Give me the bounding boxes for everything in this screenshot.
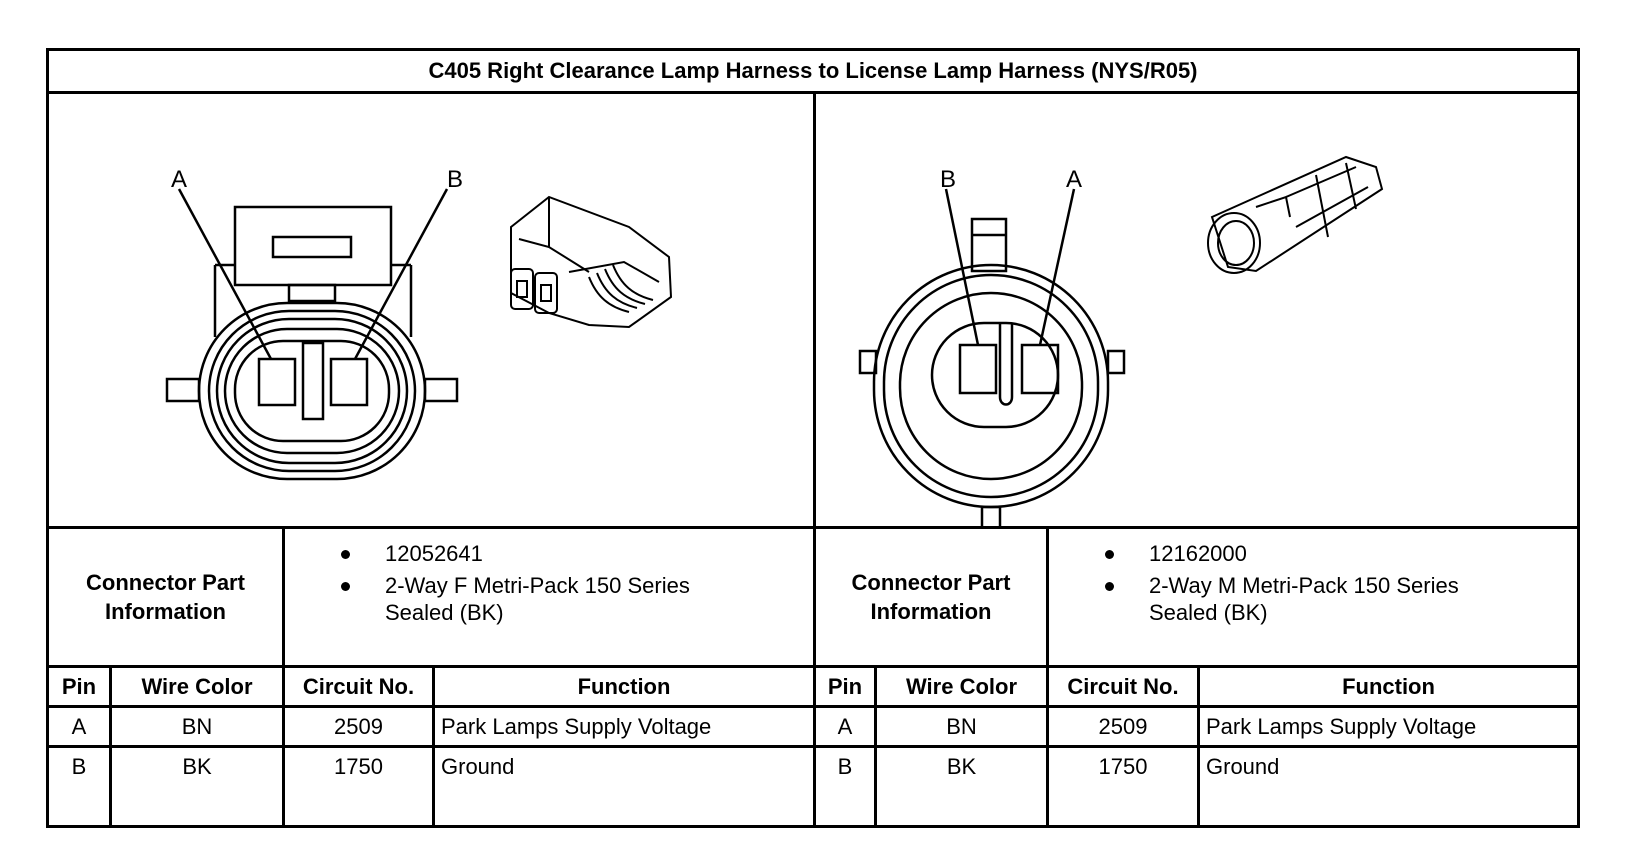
center-divider	[813, 94, 816, 828]
right-connector-diagram: B A	[858, 155, 1384, 526]
left-part-number: 12052641	[385, 541, 483, 566]
left-header-pin: Pin	[61, 673, 97, 699]
table-row: Park Lamps Supply Voltage	[441, 713, 712, 739]
bullet-icon	[1105, 550, 1114, 559]
left-col-pin-divider	[109, 665, 112, 828]
table-row: BK	[946, 753, 977, 779]
table-row: B	[71, 753, 87, 779]
right-info-label: Connector Part Information	[816, 529, 1046, 665]
table-row: BN	[946, 713, 977, 739]
right-description-line1: 2-Way M Metri-Pack 150 Series	[1149, 573, 1459, 598]
left-part-info: 12052641 2-Way F Metri-Pack 150 Series S…	[285, 529, 813, 665]
right-info-label-line2: Information	[870, 599, 992, 624]
right-part-info: 12162000 2-Way M Metri-Pack 150 Series S…	[1049, 529, 1577, 665]
left-connector-diagram: A B	[165, 166, 673, 481]
right-pin-label-b: B	[940, 166, 956, 193]
table-row: 2509	[1098, 713, 1148, 739]
table-row: BN	[181, 713, 213, 739]
table-row: B	[837, 753, 853, 779]
bullet-icon	[341, 550, 350, 559]
left-connector-3d-icon	[510, 195, 673, 329]
table-row: Ground	[441, 753, 515, 779]
left-description-line2: Sealed (BK)	[385, 600, 504, 625]
right-col-pin-divider	[874, 665, 877, 828]
table-row: 1750	[1098, 753, 1148, 779]
diagram-bottom-line	[49, 526, 1577, 529]
connector-table: C405 Right Clearance Lamp Harness to Lic…	[46, 48, 1580, 828]
table-row: 2509	[334, 713, 383, 739]
right-header-circuit: Circuit No.	[1067, 673, 1179, 699]
info-bottom-line	[49, 665, 1577, 668]
header-bottom-line	[49, 705, 1577, 708]
table-row: Park Lamps Supply Voltage	[1206, 713, 1477, 739]
row1-bottom-line	[49, 745, 1577, 748]
table-row: BK	[182, 753, 212, 779]
left-header-function: Function	[577, 673, 671, 699]
right-header-wire-color: Wire Color	[905, 673, 1018, 699]
right-info-label-line1: Connector Part	[851, 570, 1011, 595]
bullet-icon	[1105, 582, 1114, 591]
right-header-pin: Pin	[827, 673, 863, 699]
left-info-divider	[282, 526, 285, 828]
left-col-circuit-divider	[432, 665, 435, 828]
left-info-label: Connector Part Information	[49, 529, 282, 665]
right-header-function: Function	[1342, 673, 1435, 699]
right-info-divider	[1046, 526, 1049, 828]
right-col-circuit-divider	[1197, 665, 1200, 828]
table-row: A	[71, 713, 87, 739]
table-row: Ground	[1206, 753, 1280, 779]
table-row: A	[837, 713, 853, 739]
left-info-label-line2: Information	[105, 599, 226, 624]
left-pin-label-b: B	[447, 166, 463, 193]
right-part-number: 12162000	[1149, 541, 1247, 566]
right-description-line2: Sealed (BK)	[1149, 600, 1268, 625]
bullet-icon	[341, 582, 350, 591]
left-info-label-line1: Connector Part	[86, 570, 245, 595]
left-pin-label-a: A	[171, 166, 187, 193]
left-header-wire-color: Wire Color	[141, 673, 253, 699]
left-header-circuit: Circuit No.	[302, 673, 415, 699]
left-description-line1: 2-Way F Metri-Pack 150 Series	[385, 573, 690, 598]
right-connector-3d-icon	[1207, 155, 1384, 274]
table-row: 1750	[334, 753, 383, 779]
table-title: C405 Right Clearance Lamp Harness to Lic…	[49, 51, 1577, 94]
right-pin-label-a: A	[1066, 166, 1082, 193]
